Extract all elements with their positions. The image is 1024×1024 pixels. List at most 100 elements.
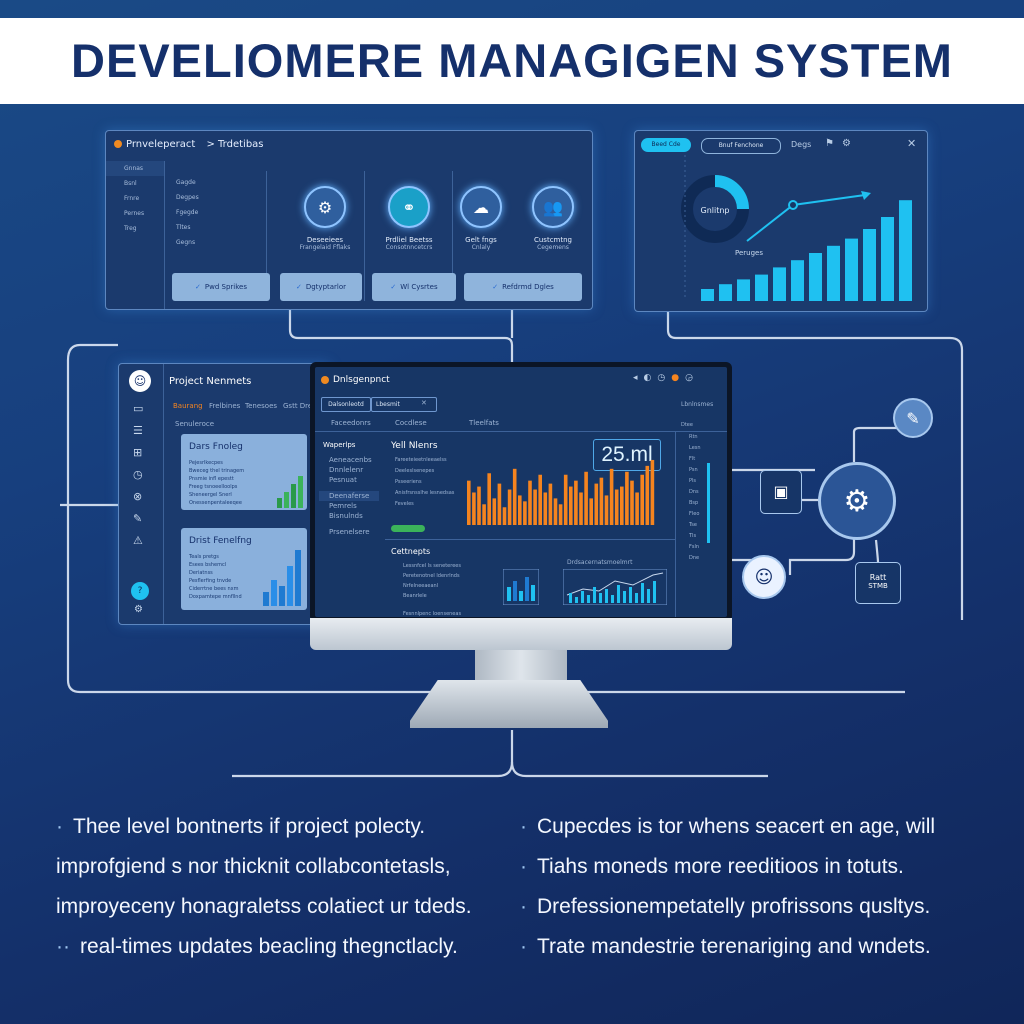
- keyboard-node-icon[interactable]: Ratt STMB: [855, 562, 901, 604]
- right-rail-item[interactable]: Tse: [689, 522, 697, 528]
- sidebar-item[interactable]: Pemrels: [329, 502, 357, 510]
- bottom-list-item: Nrfelneeaeanl: [403, 583, 439, 589]
- sidebar-item[interactable]: Treg: [124, 225, 137, 232]
- bar: [569, 486, 573, 525]
- feature-subtitle: Cnlaly: [471, 244, 491, 251]
- right-rail-item[interactable]: Tls: [689, 533, 697, 539]
- bar: [533, 489, 537, 525]
- report-card[interactable]: Dars Fnoleg Pejesrlkecpes Bweceg thel tr…: [181, 434, 307, 510]
- toolbar-icons[interactable]: ◂◐◷●◶: [633, 373, 699, 383]
- bar: [538, 474, 542, 525]
- right-rail-item[interactable]: Psn: [689, 467, 698, 473]
- avatar-node-icon[interactable]: ☺: [742, 555, 786, 599]
- dropdown-pill[interactable]: Bnuf Fenchone: [701, 138, 781, 154]
- right-rail-item[interactable]: Pls: [689, 478, 697, 484]
- sidebar-item[interactable]: Dnnlelenr: [329, 466, 364, 474]
- orange-bar-chart: [467, 459, 655, 525]
- right-rail-item[interactable]: Fsln: [689, 544, 700, 550]
- sidebar-item[interactable]: Aeneacenbs: [329, 456, 372, 464]
- bar: [512, 468, 517, 525]
- report-card[interactable]: Drist Fenelfng Teals pretgs Esees bshemc…: [181, 528, 307, 610]
- rail-icons[interactable]: ▭☰⊞◷⊗✎⚠: [133, 402, 144, 547]
- feature-button[interactable]: ✓Refdrmd Dgles: [464, 273, 582, 301]
- features-panel: Prnveleperact > Trdetibas Gnnas Bsnl Frn…: [105, 130, 593, 310]
- bar: [487, 473, 491, 525]
- tab-item[interactable]: Cocdlese: [395, 419, 427, 427]
- search-input[interactable]: Lbesmit: [371, 397, 437, 412]
- subnav-item[interactable]: Fgegde: [176, 209, 199, 216]
- bullet-text: Trate mandestrie terenariging and wndets…: [537, 935, 931, 958]
- sidebar-item[interactable]: Bisnulnds: [329, 512, 363, 520]
- close-icon[interactable]: ✕: [421, 399, 427, 407]
- feature-button-label: Dgtyptarlor: [305, 283, 347, 291]
- feature-title: Deseeiees: [306, 236, 344, 244]
- feature-subtitle: Cegemens: [537, 244, 569, 251]
- right-rail-item[interactable]: Dns: [689, 489, 699, 495]
- tab-item[interactable]: Gstt Dres: [283, 402, 316, 410]
- feature-button[interactable]: ✓Dgtyptarlor: [280, 273, 362, 301]
- right-rail-item[interactable]: Rtn: [689, 434, 698, 440]
- avatar-icon[interactable]: ☺: [129, 370, 151, 392]
- user-node-icon[interactable]: ✎: [893, 398, 933, 438]
- feature-button[interactable]: ✓Pwd Sprikes: [172, 273, 270, 301]
- sidebar-item[interactable]: Deenaferse: [319, 491, 379, 501]
- right-rail-title: Lbnlnsmes: [681, 401, 714, 408]
- sidebar-item[interactable]: Frnre: [124, 195, 140, 202]
- subnav-item[interactable]: Degpes: [176, 194, 199, 201]
- bullet-left: improyeceny honagraletss colatiect ur td…: [56, 895, 472, 919]
- bar: [589, 498, 593, 525]
- tab-item[interactable]: Frelbines: [209, 402, 241, 410]
- feature-button[interactable]: ✓Wl Cysrtes: [372, 273, 456, 301]
- sidebar-item[interactable]: Pernes: [124, 210, 145, 217]
- tab-item[interactable]: Baurang: [173, 402, 203, 410]
- settings-icon[interactable]: ⚙: [134, 604, 143, 615]
- bottom-list-item: Beanrlele: [403, 593, 427, 599]
- right-rail-item[interactable]: Dne: [689, 555, 700, 561]
- sidebar-item[interactable]: Gnnas: [106, 161, 164, 176]
- card-line: Esees bshemcl: [189, 562, 227, 568]
- bar: [497, 483, 502, 525]
- document-node-icon[interactable]: ▣: [760, 470, 802, 514]
- right-rail-item[interactable]: Lesn: [689, 445, 701, 451]
- card-line: Onessenpentaleeqee: [189, 500, 242, 506]
- filter-button[interactable]: Dalsonleotd: [321, 397, 371, 412]
- tab-item[interactable]: Faceedonrs: [331, 419, 371, 427]
- tab-item[interactable]: Tenesoes: [245, 402, 278, 410]
- bar: [845, 238, 858, 301]
- check-icon: ✓: [295, 283, 302, 291]
- bar: [791, 260, 804, 301]
- chart-title: Yell Nlenrs: [391, 441, 438, 451]
- divider: [385, 539, 675, 540]
- card-line: Bweceg thel trinagem: [189, 468, 245, 474]
- bullet-text: real-times updates beacling thegnctlacly…: [80, 935, 458, 958]
- gear-label: Gnlitnp: [701, 206, 730, 215]
- label: Degs: [791, 140, 812, 149]
- scrollbar[interactable]: [707, 463, 710, 543]
- close-icon[interactable]: ✕: [907, 137, 917, 150]
- feature-item[interactable]: ⚭ Prdliel Beetss Consotnncetcrs: [364, 186, 454, 251]
- right-rail-item[interactable]: Flt: [689, 456, 696, 462]
- filter-pill[interactable]: Beed Cde: [641, 138, 691, 152]
- bar-series: [467, 459, 655, 525]
- feature-item[interactable]: 👥 Custcmtng Cegemens: [508, 186, 598, 251]
- sidebar-item[interactable]: Bsnl: [124, 180, 137, 187]
- right-rail-item[interactable]: Fleo: [689, 511, 700, 517]
- bar: [548, 483, 553, 525]
- bar-series: [701, 200, 912, 301]
- page-title: DEVELIOMERE MANAGIGEN SYSTEM: [71, 34, 953, 87]
- feature-item[interactable]: ⚙ Deseeiees Frangelaid Fflaks: [280, 186, 370, 251]
- subnav-item[interactable]: Tltes: [176, 224, 191, 231]
- subnav-item[interactable]: Gegns: [176, 239, 196, 246]
- tab-item[interactable]: Tleelfats: [469, 419, 499, 427]
- feature-item[interactable]: ☁ Gelt fngs Cnlaly: [436, 186, 526, 251]
- gear-node-icon[interactable]: ⚙: [818, 462, 896, 540]
- sidebar-item[interactable]: Prsenelsere: [329, 528, 370, 536]
- bullet-text: improfgiend s nor thicknit collabconteta…: [56, 855, 451, 878]
- sidebar-item[interactable]: Pesnuat: [329, 476, 357, 484]
- bar: [492, 498, 497, 525]
- subnav-item[interactable]: Gagde: [176, 179, 196, 186]
- right-rail-item[interactable]: Bsp: [689, 500, 699, 506]
- bar: [755, 274, 768, 301]
- help-icon[interactable]: ?: [131, 582, 149, 600]
